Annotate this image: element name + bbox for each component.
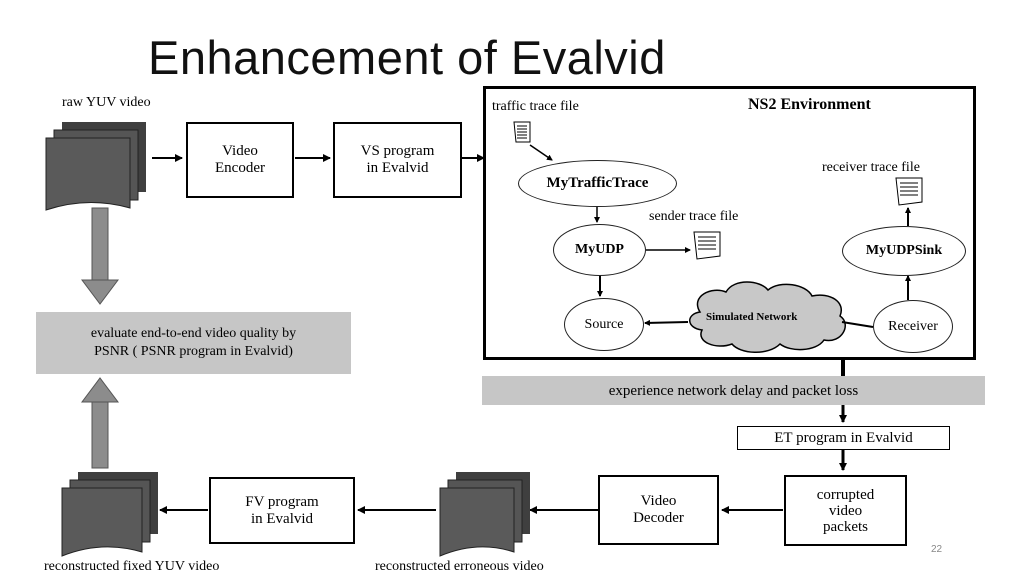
traffic-trace-label: traffic trace file (492, 99, 579, 114)
my-traffic-trace-node: MyTrafficTrace (518, 160, 677, 207)
my-udp-node: MyUDP (553, 224, 646, 276)
reconstructed-erroneous-label: reconstructed erroneous video (375, 559, 544, 574)
raw-video-stack-icon (45, 122, 146, 211)
line-network-to-receiver (841, 321, 874, 328)
et-program-box: ET program in Evalvid (737, 426, 950, 450)
source-node: Source (564, 298, 644, 351)
traffic-trace-doc-icon (513, 121, 531, 143)
sender-trace-doc-icon (693, 231, 721, 260)
my-udp-sink-node: MyUDPSink (842, 226, 966, 276)
simulated-network-cloud-icon (689, 281, 846, 353)
reconstructed-fixed-label: reconstructed fixed YUV video (44, 559, 220, 574)
receiver-node: Receiver (873, 300, 953, 353)
sender-trace-label: sender trace file (649, 209, 739, 224)
raw-yuv-label: raw YUV video (62, 95, 151, 110)
ns2-environment-title: NS2 Environment (748, 96, 871, 113)
fixed-video-stack-icon (61, 472, 158, 557)
gray-up-arrow (81, 377, 119, 469)
erroneous-video-stack-icon (439, 472, 530, 557)
arrow-trace-to-mytraffictrace (529, 144, 553, 161)
gray-down-arrow (81, 207, 119, 305)
slide-title: Enhancement of Evalvid (148, 31, 666, 84)
receiver-trace-doc-icon (895, 177, 923, 206)
simulated-network-label: Simulated Network (706, 311, 798, 323)
page-number: 22 (931, 544, 943, 555)
receiver-trace-label: receiver trace file (822, 160, 920, 175)
arrow-network-to-source (644, 319, 689, 326)
network-delay-bar: experience network delay and packet loss (482, 376, 985, 405)
